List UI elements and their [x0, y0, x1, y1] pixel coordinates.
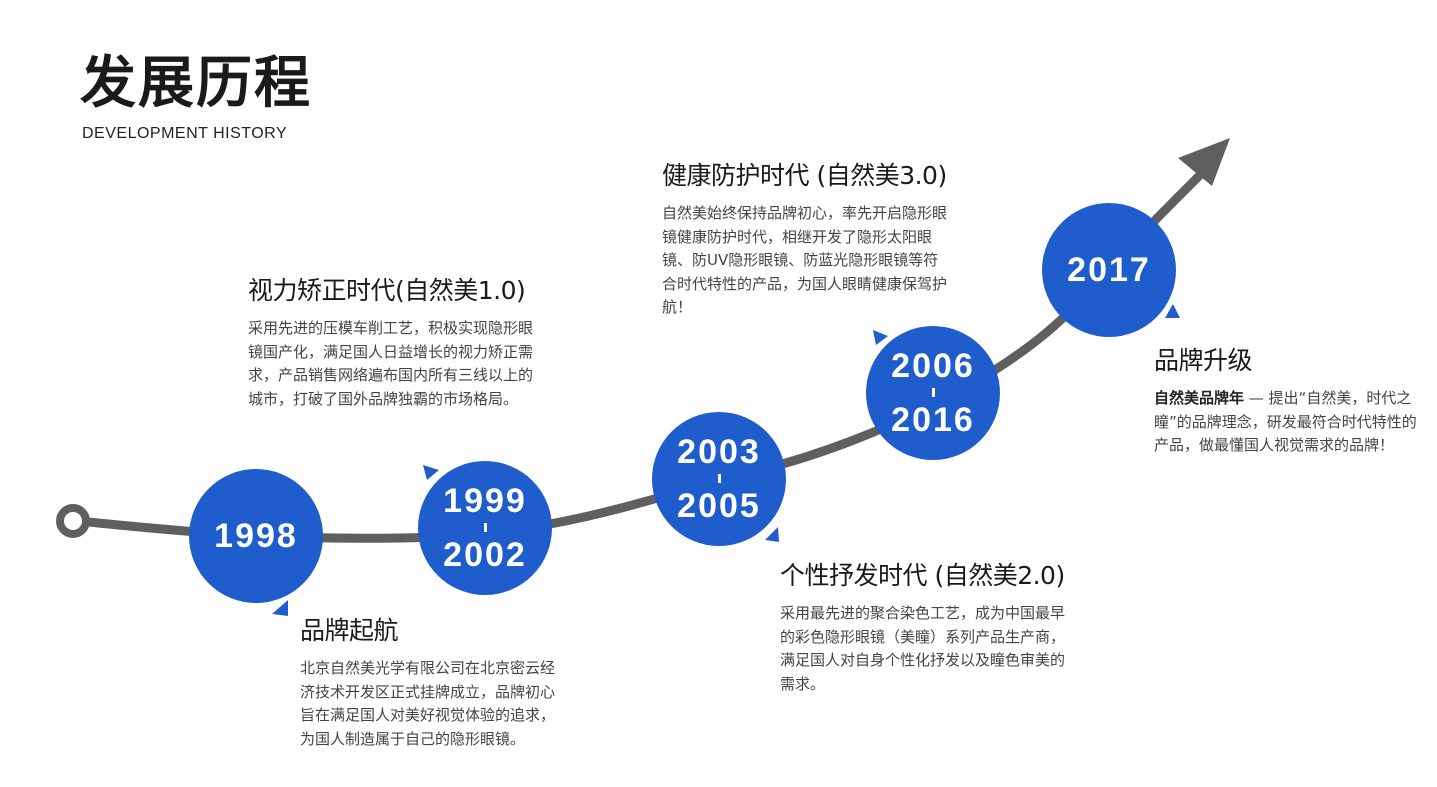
milestone-description: 采用最先进的聚合染色工艺，成为中国最早的彩色隐形眼镜（美瞳）系列产品生产商，满足… — [780, 604, 1066, 693]
milestone-2006-2016: 健康防护时代 (自然美3.0) 自然美始终保持品牌初心，率先开启隐形眼镜健康防护… — [662, 156, 947, 320]
pointer-triangle-icon — [765, 527, 779, 542]
year-node-1998: 1998 — [189, 469, 323, 603]
milestone-1998: 品牌起航 北京自然美光学有限公司在北京密云经济技术开发区正式挂牌成立，品牌初心旨… — [300, 611, 565, 751]
milestone-1999-2002: 视力矫正时代(自然美1.0) 采用先进的压模车削工艺，积极实现隐形眼镜国产化，满… — [248, 271, 533, 411]
page-title: 发展历程 — [80, 51, 312, 116]
year-label: 1998 — [214, 517, 298, 555]
year-node-2006-2016: 2006 2016 — [866, 326, 1000, 460]
year-label: 2017 — [1067, 251, 1151, 289]
timeline-start-ring-icon — [56, 504, 90, 538]
year-end-label: 2005 — [677, 487, 761, 525]
year-node-2003-2005: 2003 2005 — [652, 412, 786, 546]
milestone-heading: 健康防护时代 (自然美3.0) — [662, 161, 947, 190]
year-start-label: 1999 — [443, 482, 527, 520]
year-node-2017: 2017 — [1042, 203, 1176, 337]
year-node-1999-2002: 1999 2002 — [418, 461, 552, 595]
milestone-heading: 品牌起航 — [300, 616, 399, 645]
milestone-description: 自然美品牌年 — 提出“自然美，时代之瞳”的品牌理念，研发最符合时代特性的产品，… — [1154, 387, 1429, 458]
milestone-heading: 视力矫正时代(自然美1.0) — [248, 276, 526, 305]
pointer-triangle-icon — [873, 330, 888, 345]
milestone-2017: 品牌升级 自然美品牌年 — 提出“自然美，时代之瞳”的品牌理念，研发最符合时代特… — [1154, 341, 1429, 458]
milestone-description: 北京自然美光学有限公司在北京密云经济技术开发区正式挂牌成立，品牌初心旨在满足国人… — [300, 659, 556, 748]
year-separator — [931, 388, 935, 397]
page-subtitle: DEVELOPMENT HISTORY — [82, 125, 288, 142]
milestone-description: 采用先进的压模车削工艺，积极实现隐形眼镜国产化，满足国人日益增长的视力矫正需求，… — [248, 319, 534, 408]
year-separator — [717, 474, 721, 483]
milestone-body: — 提出“自然美，时代之瞳”的品牌理念，研发最符合时代特性的产品，做最懂国人视觉… — [1154, 389, 1417, 454]
year-end-label: 2002 — [443, 536, 527, 574]
year-start-label: 2003 — [677, 433, 761, 471]
milestone-heading: 个性抒发时代 (自然美2.0) — [780, 561, 1065, 590]
milestone-description: 自然美始终保持品牌初心，率先开启隐形眼镜健康防护时代，相继开发了隐形太阳眼镜、防… — [662, 204, 948, 316]
milestone-lead: 自然美品牌年 — [1154, 389, 1245, 407]
pointer-triangle-icon — [423, 465, 439, 480]
milestone-heading: 品牌升级 — [1154, 346, 1253, 375]
year-end-label: 2016 — [891, 401, 975, 439]
year-separator — [483, 523, 487, 532]
pointer-triangle-icon — [272, 600, 288, 616]
arrow-head-icon — [1178, 138, 1230, 186]
milestone-2003-2005: 个性抒发时代 (自然美2.0) 采用最先进的聚合染色工艺，成为中国最早的彩色隐形… — [780, 556, 1065, 696]
year-start-label: 2006 — [891, 347, 975, 385]
pointer-triangle-icon — [1165, 304, 1180, 318]
